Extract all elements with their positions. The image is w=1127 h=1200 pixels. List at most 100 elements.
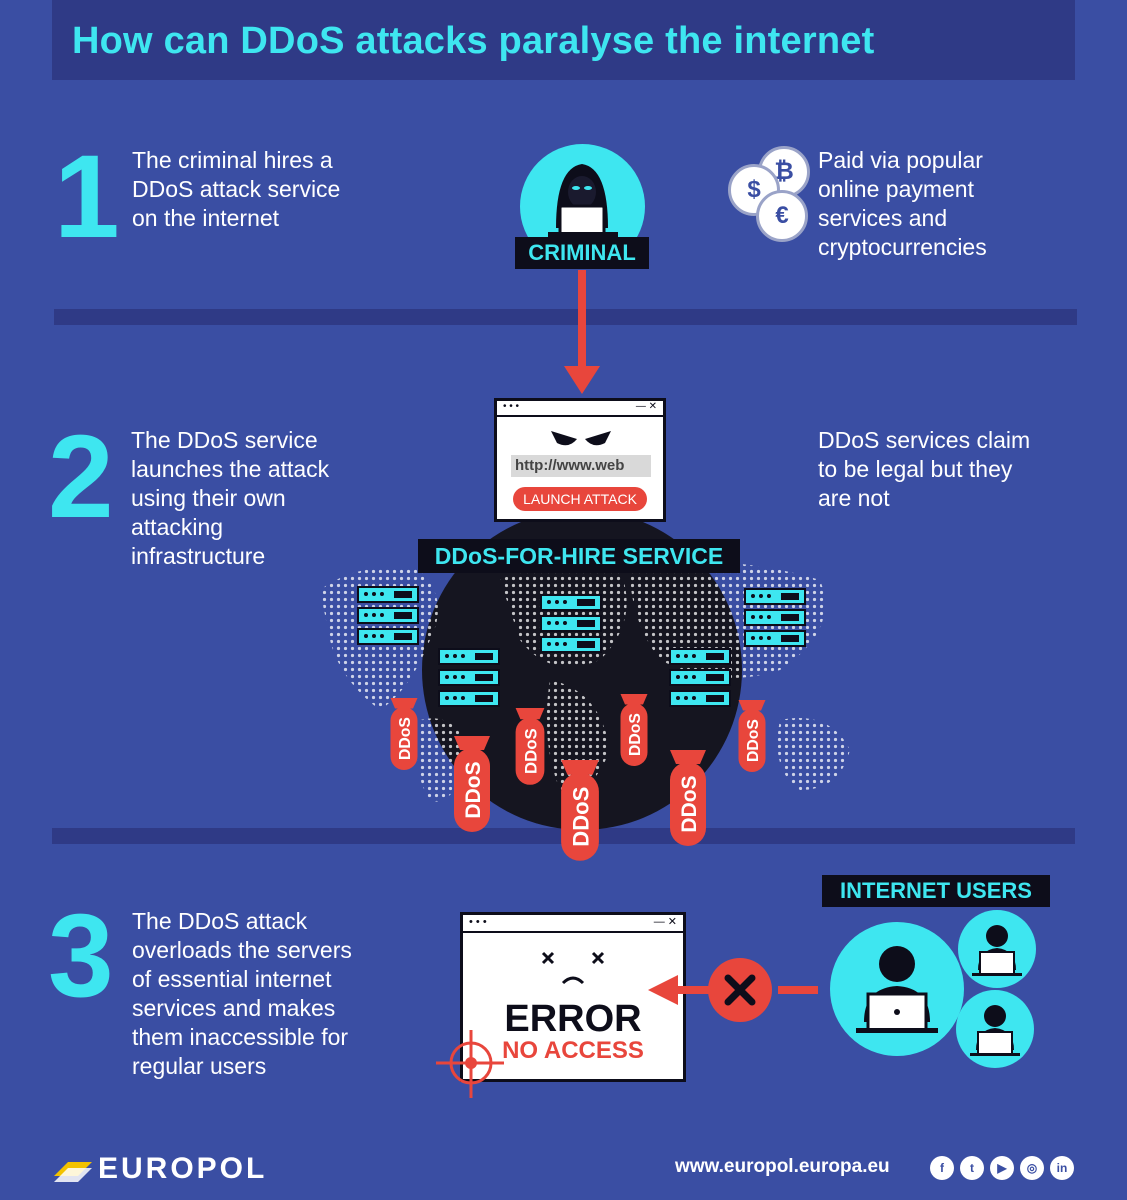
ddos-bomb-icon: DDoS [454, 736, 490, 832]
ddos-bomb-label: DDoS [568, 787, 593, 847]
server-rack-icon [438, 648, 500, 710]
currency-coins-icon: ₿ $ € [728, 146, 810, 242]
criminal-avatar [520, 144, 645, 269]
legal-note-line: to be legal but they [818, 456, 1013, 482]
launch-attack-button[interactable]: LAUNCH ATTACK [513, 487, 647, 511]
ddos-bomb-label: DDoS [678, 775, 701, 832]
payment-note-line: online payment [818, 176, 974, 202]
step-2-line: attacking [131, 514, 224, 540]
step-3-line: regular users [132, 1053, 267, 1079]
server-rack-icon [669, 648, 731, 710]
euro-coin-icon: € [756, 190, 808, 242]
ddos-bomb-label: DDoS [627, 713, 644, 756]
step-2-line: The DDoS service [131, 427, 318, 453]
error-window-titlebar: • • • — ✕ [463, 915, 683, 933]
server-unit [540, 615, 602, 632]
step-1-text: The criminal hires a DDoS attack service… [132, 146, 340, 233]
step-3-number: 3 [48, 890, 114, 1022]
youtube-icon[interactable]: ▶ [990, 1156, 1014, 1180]
ddos-bomb-label: DDoS [397, 717, 414, 760]
browser-window-icon: • • • — ✕ http://www.web LAUNCH ATTACK [494, 398, 666, 522]
ddos-bomb-label: DDoS [745, 719, 762, 762]
browser-titlebar: • • • — ✕ [497, 401, 663, 417]
ddos-bomb-label: DDoS [521, 728, 540, 774]
server-unit [744, 630, 806, 647]
user-at-laptop-icon [958, 910, 1036, 988]
legal-note-line: are not [818, 485, 890, 511]
step-3-line: services and makes [132, 995, 336, 1021]
error-window-icon: • • • — ✕ ERROR NO ACCESS [460, 912, 686, 1082]
step-1-line: The criminal hires a [132, 147, 333, 173]
step-2-line: infrastructure [131, 543, 266, 569]
ddos-bomb-icon: DDoS [738, 700, 766, 772]
step-3-line: of essential internet [132, 966, 332, 992]
angry-eyes-icon [551, 431, 611, 446]
ddos-bomb-icon: DDoS [561, 760, 599, 861]
step-1-number: 1 [54, 131, 120, 263]
no-access-text: NO ACCESS [502, 1037, 644, 1064]
instagram-icon[interactable]: ◎ [1020, 1156, 1044, 1180]
server-unit [744, 588, 806, 605]
payment-note-line: Paid via popular [818, 147, 983, 173]
server-rack-icon [744, 588, 806, 650]
server-unit [438, 648, 500, 665]
server-unit [669, 648, 731, 665]
europol-flag-icon [54, 1162, 92, 1182]
payment-note-line: cryptocurrencies [818, 234, 987, 260]
server-unit [669, 669, 731, 686]
crosshair-icon [436, 1030, 504, 1098]
server-unit [357, 628, 419, 645]
server-unit [357, 607, 419, 624]
page-title: How can DDoS attacks paralyse the intern… [72, 20, 875, 62]
user-at-laptop-icon [956, 990, 1034, 1068]
legal-note-line: DDoS services claim [818, 427, 1031, 453]
europol-logo: EUROPOL [54, 1152, 324, 1186]
ddos-bombs: DDoS DDoS DDoS DDoS DDoS DDoS DDoS [390, 694, 766, 861]
error-text: ERROR [504, 998, 642, 1040]
footer-url[interactable]: www.europol.europa.eu [675, 1156, 890, 1177]
linkedin-icon[interactable]: in [1050, 1156, 1074, 1180]
payment-note: Paid via popular online payment services… [818, 146, 987, 262]
server-rack-icon [357, 586, 419, 648]
facebook-icon[interactable]: f [930, 1156, 954, 1180]
step-1-line: on the internet [132, 205, 280, 231]
server-unit [744, 609, 806, 626]
ddos-for-hire-label: DDoS-FOR-HIRE SERVICE [418, 539, 740, 573]
ddos-bomb-icon: DDoS [390, 698, 418, 770]
payment-note-line: services and [818, 205, 948, 231]
step-2-line: launches the attack [131, 456, 330, 482]
sad-face-icon [541, 951, 605, 985]
section-divider-1 [54, 309, 1077, 325]
ddos-bomb-label: DDoS [462, 761, 485, 818]
server-unit [357, 586, 419, 603]
step-3-line: overloads the servers [132, 937, 352, 963]
step-3-text: The DDoS attack overloads the servers of… [132, 907, 352, 1081]
europol-logo-text: EUROPOL [98, 1152, 268, 1185]
blocked-arrow [648, 958, 818, 1022]
user-at-laptop-icon [830, 922, 964, 1056]
server-unit [540, 594, 602, 611]
server-unit [438, 690, 500, 707]
twitter-icon[interactable]: t [960, 1156, 984, 1180]
internet-users-label: INTERNET USERS [822, 875, 1050, 907]
server-unit [540, 636, 602, 653]
step-2-line: using their own [131, 485, 286, 511]
hooded-hacker-icon [548, 164, 618, 238]
ddos-bomb-icon: DDoS [620, 694, 648, 766]
x-mark-icon [724, 974, 756, 1006]
step-2-number: 2 [48, 411, 114, 543]
criminal-label: CRIMINAL [515, 237, 649, 269]
step-3-line: them inaccessible for [132, 1024, 349, 1050]
social-icons: f t ▶ ◎ in [930, 1156, 1080, 1182]
arrow-down-icon [564, 270, 600, 394]
server-rack-icon [540, 594, 602, 656]
step-2-text: The DDoS service launches the attack usi… [131, 426, 329, 571]
server-unit [669, 690, 731, 707]
ddos-bomb-icon: DDoS [670, 750, 706, 846]
legal-note: DDoS services claim to be legal but they… [818, 426, 1030, 513]
step-1-line: DDoS attack service [132, 176, 341, 202]
ddos-bomb-icon: DDoS [515, 708, 545, 785]
step-3-line: The DDoS attack [132, 908, 308, 934]
url-field[interactable]: http://www.web [511, 455, 651, 477]
title-bar [52, 0, 1075, 80]
